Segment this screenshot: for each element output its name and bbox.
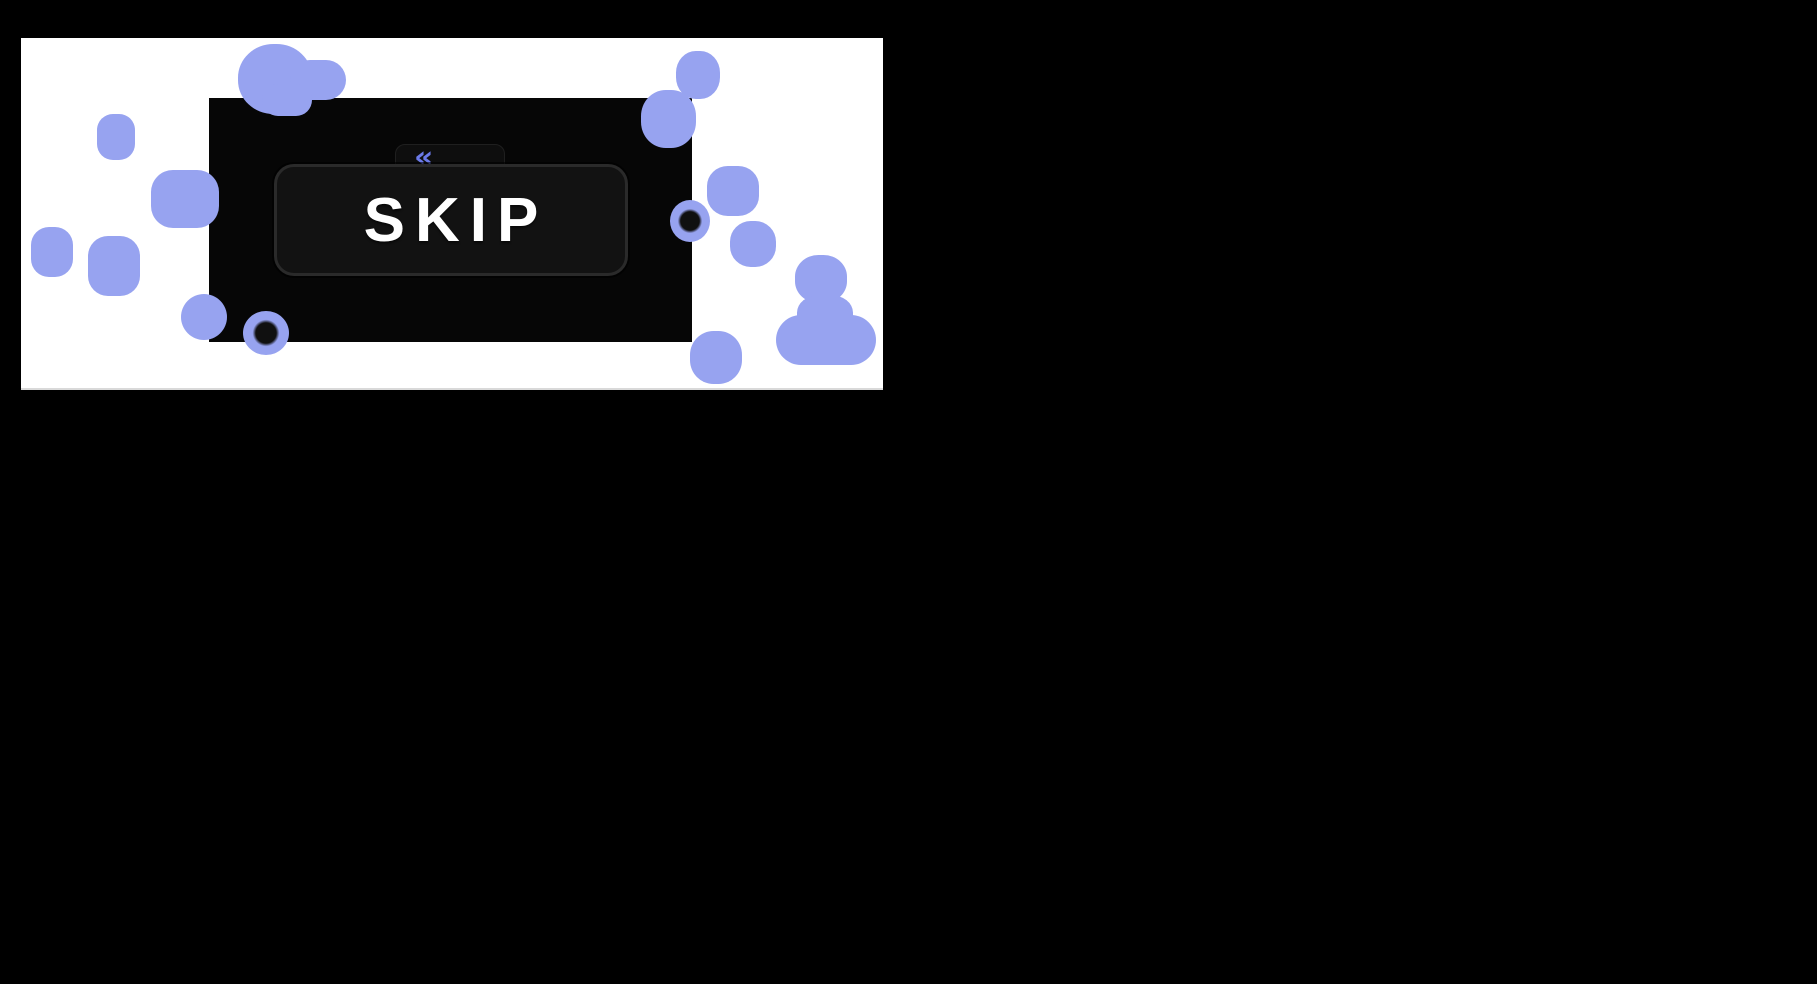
brush-stroke [290, 60, 346, 100]
brush-stroke [690, 331, 742, 384]
brush-stroke [676, 51, 720, 99]
brush-stroke [730, 221, 776, 267]
brush-stroke [31, 227, 73, 277]
brush-stroke [707, 166, 759, 216]
brush-stroke [797, 295, 853, 339]
brush-stroke [776, 315, 876, 365]
drawing-canvas[interactable]: « SKIP [21, 38, 883, 390]
brush-stroke [97, 114, 135, 160]
skip-button[interactable]: SKIP [274, 164, 628, 276]
brush-stroke [88, 236, 140, 296]
brush-stroke [795, 255, 847, 303]
skip-button-label: SKIP [363, 185, 549, 255]
